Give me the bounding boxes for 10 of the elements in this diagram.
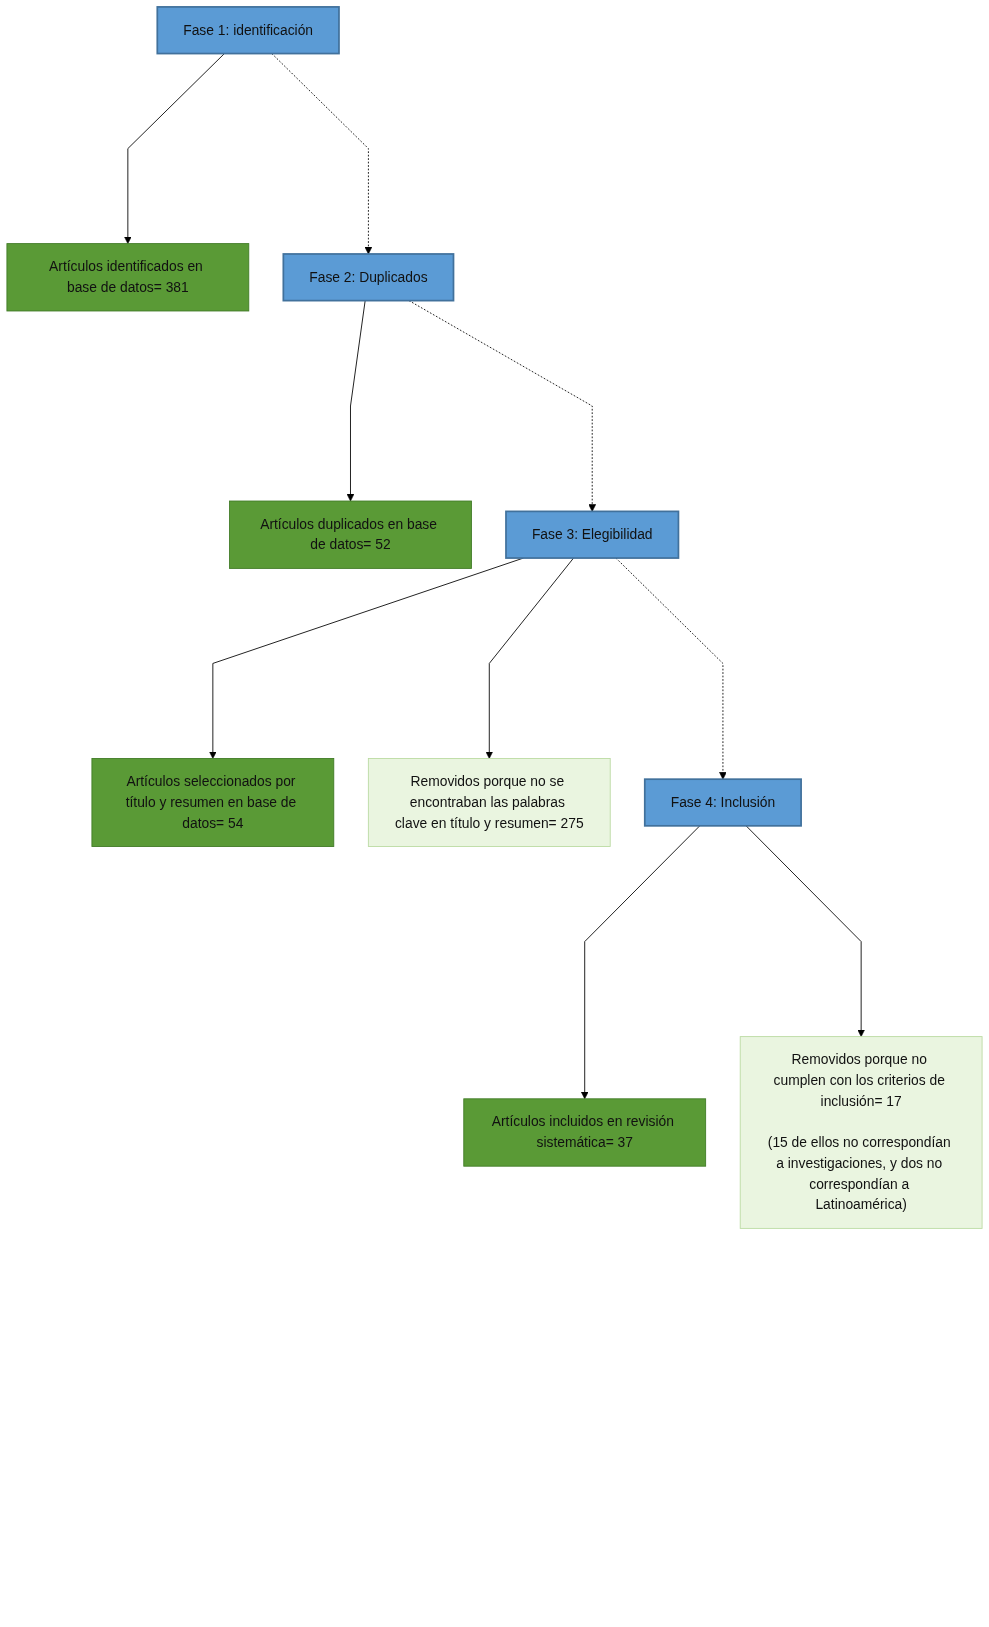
node-box: Fase 4: Inclusión <box>643 778 802 827</box>
node-box: Fase 1: identificación <box>156 6 340 55</box>
node-box: Removidos porque no cumplen con los criterios de inclusión= 17 (15 de ellos no correspondían a investigaciones, y dos no correspondían a Latinoamérica) <box>739 1036 983 1229</box>
node-box: Artículos incluidos en revisión sistemática= 37 <box>463 1098 707 1167</box>
node-box: Fase 3: Elegibilidad <box>505 510 680 559</box>
node-box: Removidos porque no se encontraban las palabras clave en título y resumen= 275 <box>367 758 611 847</box>
node-box: Artículos seleccionados por título y resumen en base de datos= 54 <box>91 758 335 847</box>
node-box: Artículos duplicados en base de datos= 52 <box>229 500 472 569</box>
node-box: Artículos identificados en base de datos= 381 <box>6 243 250 312</box>
node-box: Fase 2: Duplicados <box>282 253 455 302</box>
